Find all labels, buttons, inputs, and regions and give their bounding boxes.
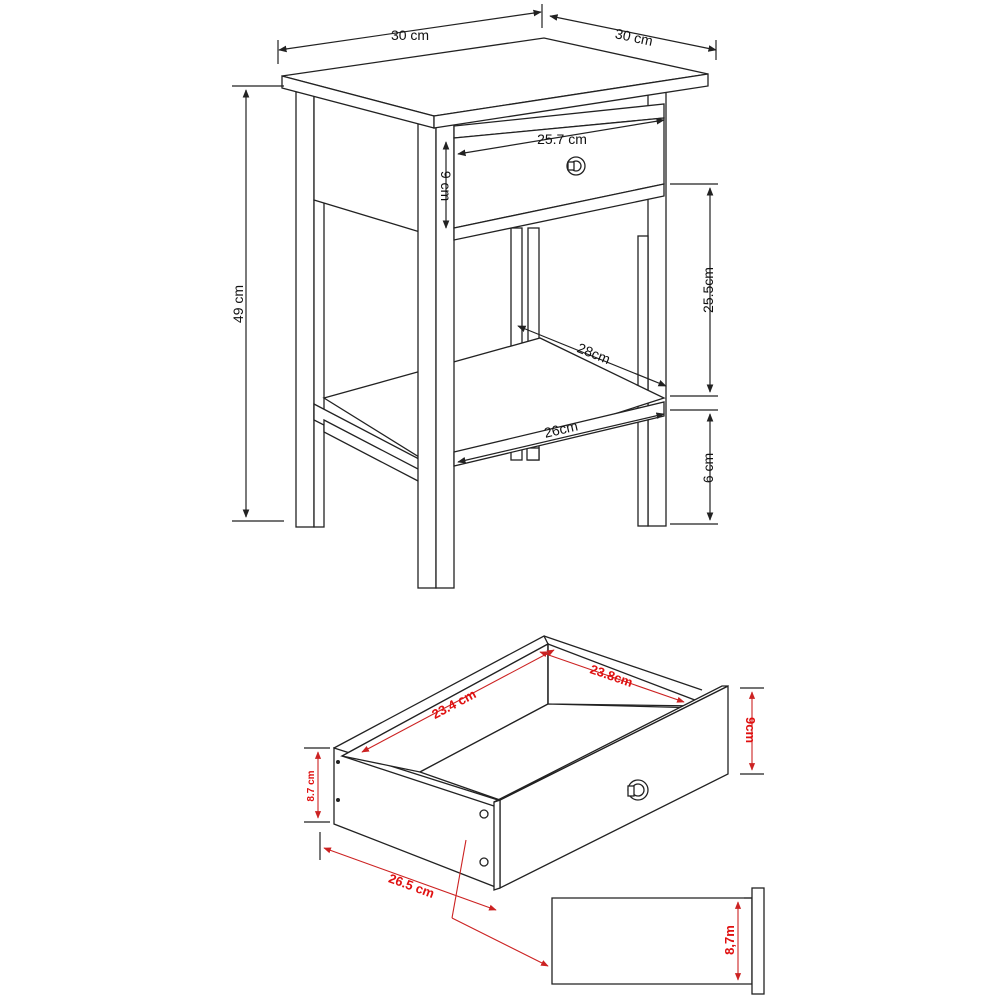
shelf-depth-dimension-line [517,325,667,387]
drawer-knob [566,156,586,176]
front-left-leg [417,123,437,589]
shelf-width-label: 26cm [542,417,579,440]
left-rear-post [295,91,315,528]
detail-height-label: 8,7m [722,925,737,955]
drawer-left-top-edge [341,755,501,809]
detail-leader-line [451,839,467,919]
drawer-front-panel-top [493,685,729,803]
drawer-height-label: 9 cm [438,171,454,201]
drawer-inner-length-line [361,649,555,753]
drawer-bottom-rail [453,183,665,241]
drawer-drawing [332,635,729,891]
drawer-side-height-label: 8.7 cm [306,770,317,801]
shelf-support [526,447,540,461]
shelf-width-dimension-line [457,412,665,464]
drawer-outer-length-line [323,847,497,911]
detail-leader-arrow [451,917,549,967]
top-depth-label: 30 cm [614,25,655,49]
right-rear-post-inner [637,235,649,527]
drawer-front-knob [627,779,649,801]
drawer-inner-width-line [539,651,685,703]
screw-hole [479,857,489,867]
shelf-floor-label: 6 cm [700,453,716,483]
drawer-front-panel-edge [493,799,501,891]
nightstand-drawing [281,37,709,589]
total-height-label: 49 cm [230,285,246,323]
drawer-side-detail: 8,7m [551,887,765,995]
screw-hole [479,809,489,819]
detail-front-panel [751,887,765,995]
top-depth-dimension-line [549,14,717,52]
drawer-width-dimension-line [457,117,665,157]
top-width-dimension-line [278,9,542,53]
tabletop-edge-right [433,73,709,129]
left-rear-post-inner [313,199,325,528]
drawer-width-label: 25.7 cm [537,131,587,147]
drawer-front-height-label: 9cm [743,717,758,743]
screw-hole [336,760,340,764]
nightstand-dimensions: 30 cm 30 cm 49 cm 25.7 cm 9 cm 25.5cm 28… [230,4,718,525]
drawer-outer-length-label: 26.5 cm [387,871,437,901]
shelf-gap-label: 25.5cm [700,267,716,313]
top-width-label: 30 cm [391,27,429,43]
screw-hole [336,798,340,802]
